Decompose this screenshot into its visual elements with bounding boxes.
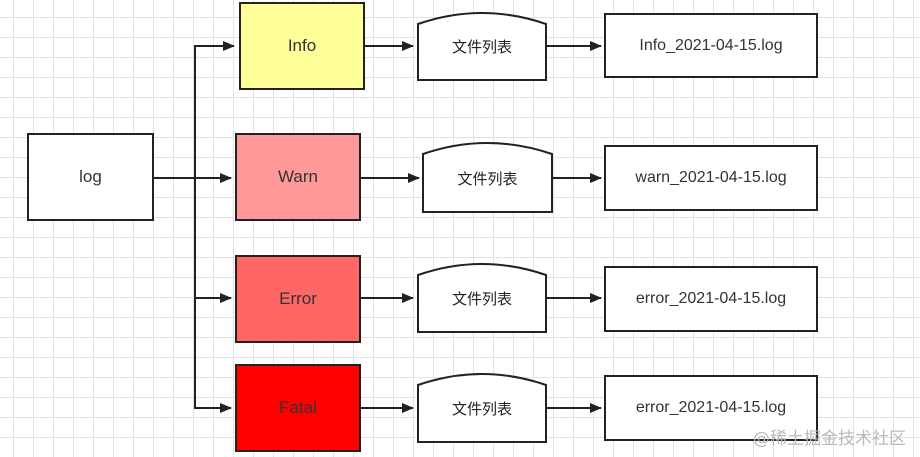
logfile-label-error: error_2021-04-15.log xyxy=(635,290,787,307)
logfile-node-fatal: error_2021-04-15.log xyxy=(604,375,818,441)
level-node-warn: Warn xyxy=(235,133,361,221)
logfile-node-warn: warn_2021-04-15.log xyxy=(604,145,818,211)
logfile-label-warn: warn_2021-04-15.log xyxy=(635,169,787,186)
connector-log-fatal xyxy=(153,177,232,413)
filelist-shape-fatal xyxy=(417,373,547,443)
level-label-error: Error xyxy=(279,289,317,308)
filelist-shape-error xyxy=(417,263,547,333)
connector-log-error xyxy=(153,177,232,303)
log-root-node: log xyxy=(27,133,154,221)
logfile-node-error: error_2021-04-15.log xyxy=(604,266,818,332)
level-label-info: Info xyxy=(287,36,317,55)
filelist-shape-warn xyxy=(422,142,553,213)
logfile-node-info: Info_2021-04-15.log xyxy=(604,13,818,78)
level-label-fatal: Fatal xyxy=(279,398,317,417)
level-node-fatal: Fatal xyxy=(235,364,361,452)
connector-log-info xyxy=(153,41,235,179)
level-node-error: Error xyxy=(235,255,361,343)
filelist-shape-info xyxy=(417,12,547,81)
logfile-label-info: Info_2021-04-15.log xyxy=(639,36,783,54)
level-label-warn: Warn xyxy=(278,167,318,186)
level-node-info: Info xyxy=(239,2,365,90)
watermark-text: @稀土掘金技术社区 xyxy=(753,429,906,449)
logfile-label-fatal: error_2021-04-15.log xyxy=(635,399,787,416)
log-root-label: log xyxy=(79,167,102,186)
